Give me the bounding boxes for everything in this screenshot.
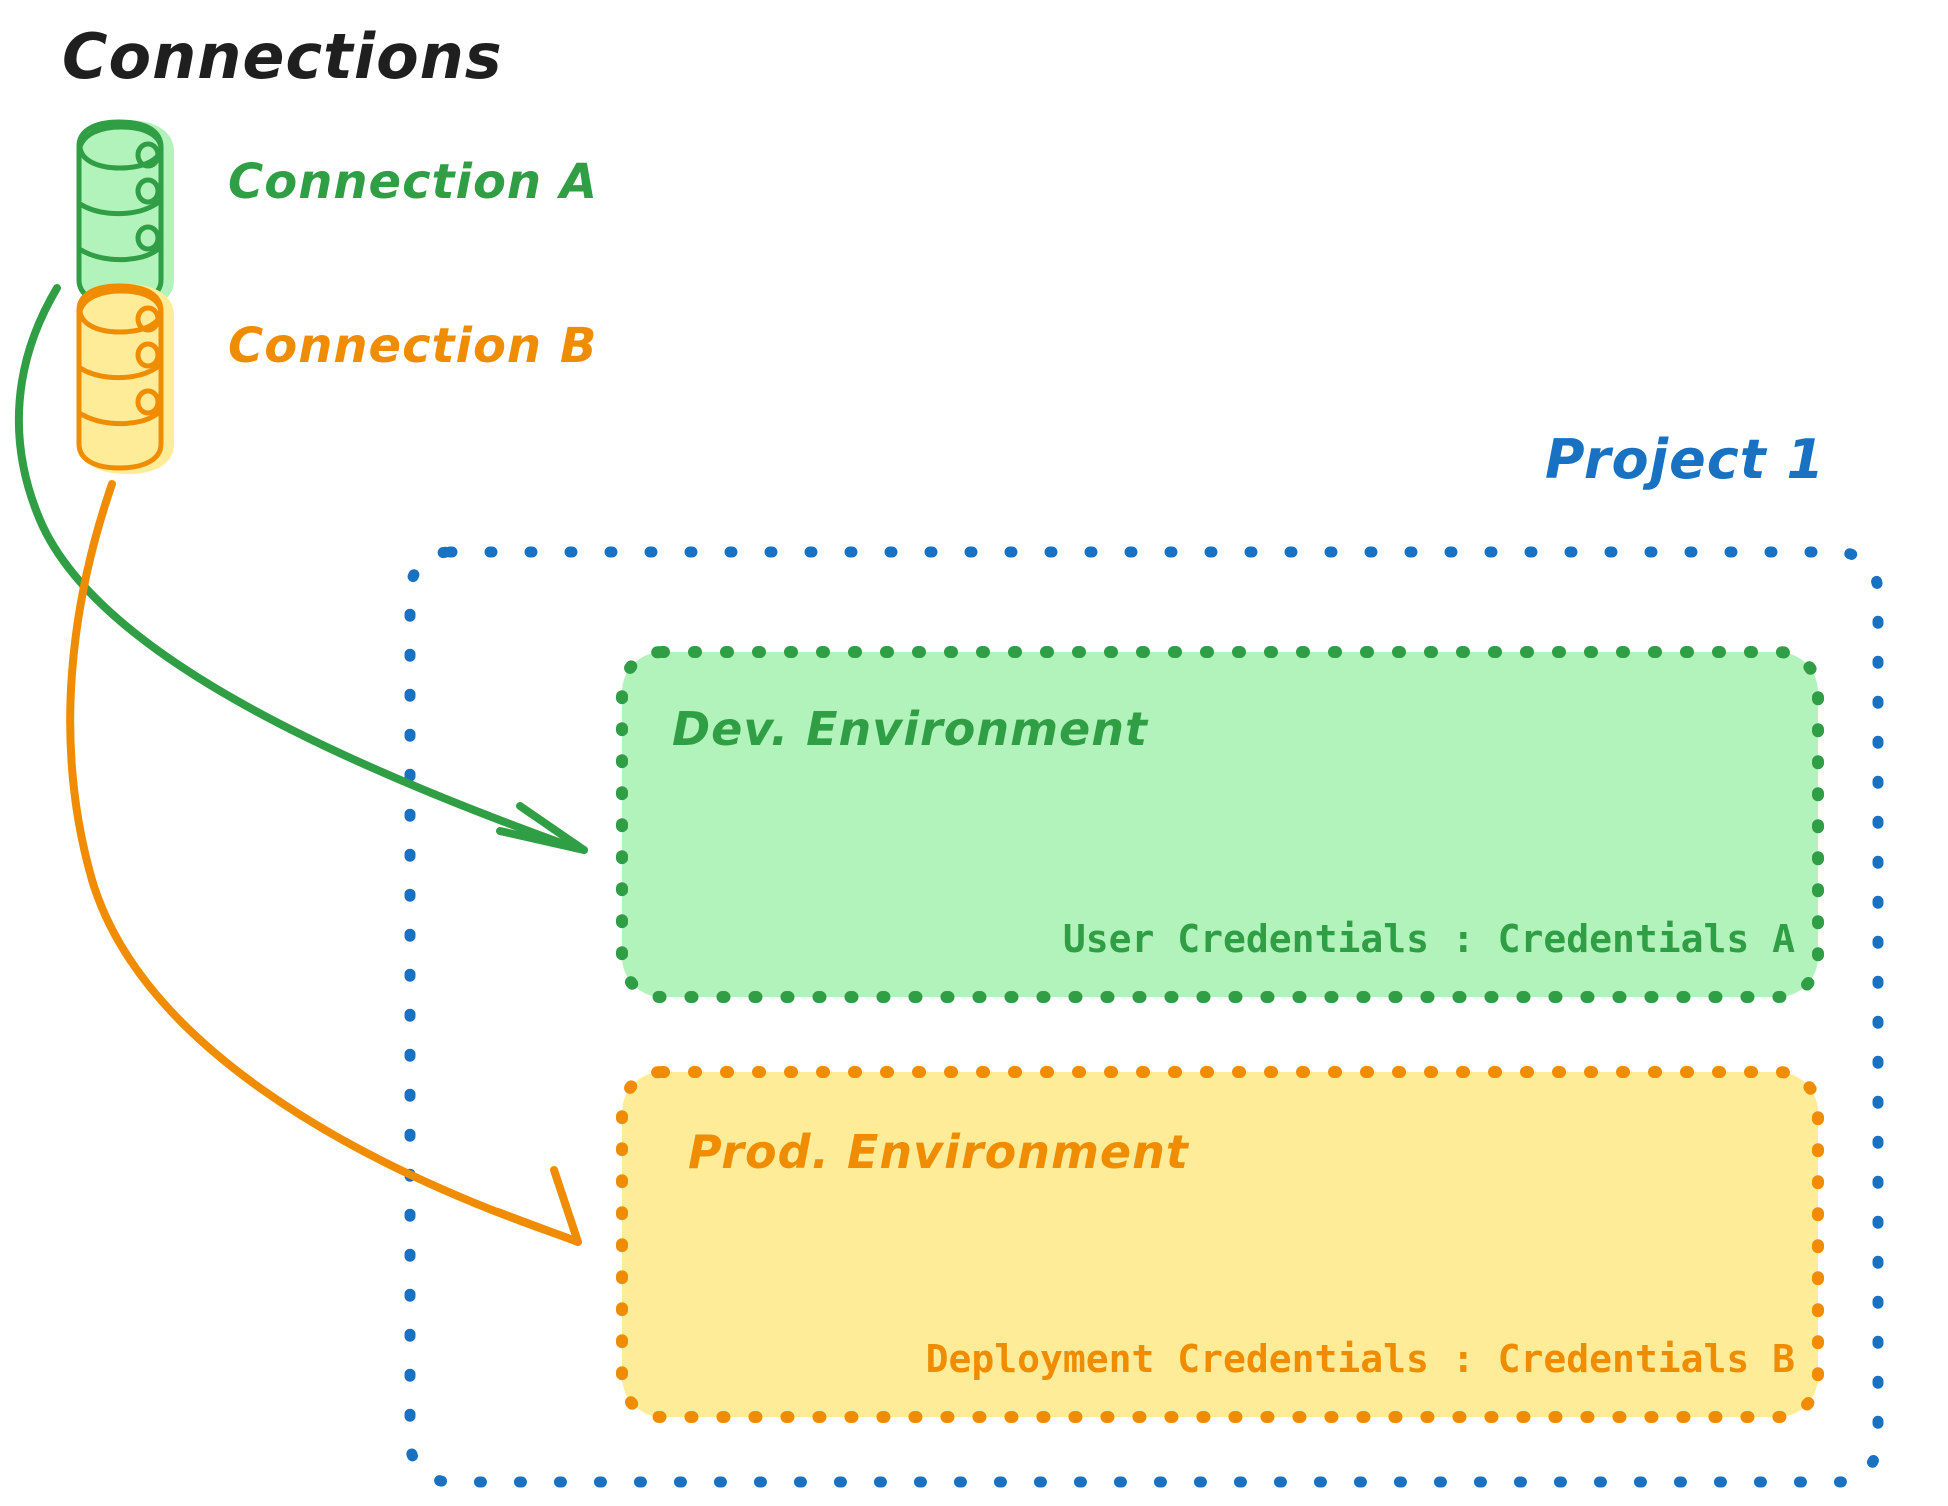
arrow-orange-head-lower	[494, 1208, 582, 1246]
arrow-orange-path	[66, 480, 572, 1242]
connection-a-row[interactable]: Connection A	[76, 119, 598, 310]
dev-environment-box[interactable]: Dev. Environment User Credentials : Cred…	[616, 646, 1824, 1003]
db-b-led-3	[135, 388, 161, 416]
prod-environment-credentials: Deployment Credentials : Credentials B	[926, 1337, 1795, 1381]
arrow-green-head-upper	[516, 802, 588, 854]
db-a-top-sketch	[82, 122, 163, 147]
project-label: Project 1	[1545, 428, 1825, 491]
connection-a-label: Connection A	[228, 154, 598, 210]
database-cylinder-icon	[76, 119, 174, 310]
db-b-top-sketch	[82, 286, 163, 311]
database-cylinder-icon	[76, 283, 174, 474]
db-a-led-1	[135, 141, 161, 169]
db-a-tier-1	[77, 197, 164, 217]
db-b-tier-2	[78, 407, 164, 427]
page-title: Connections	[62, 20, 503, 93]
db-b-led-1	[135, 305, 161, 333]
arrow-orange-head-upper	[550, 1166, 582, 1246]
dev-environment-dotted-border	[616, 646, 1824, 1003]
prod-environment-fill	[622, 1072, 1818, 1417]
connection-b-label: Connection B	[228, 318, 597, 374]
prod-environment-box[interactable]: Prod. Environment Deployment Credentials…	[616, 1066, 1824, 1423]
arrow-connection-a-to-dev	[14, 284, 588, 854]
project-dotted-border	[404, 546, 1884, 1488]
db-b-led-2	[135, 341, 161, 369]
arrow-green-head-lower	[496, 827, 588, 854]
prod-environment-title: Prod. Environment	[688, 1125, 1190, 1179]
dev-environment-credentials: User Credentials : Credentials A	[1063, 917, 1795, 961]
db-a-led-2	[135, 177, 161, 205]
connection-b-row[interactable]: Connection B	[76, 283, 597, 474]
dev-environment-title: Dev. Environment	[672, 702, 1149, 756]
db-a-tier-2	[78, 243, 164, 263]
dev-environment-fill	[622, 652, 1818, 997]
arrow-green-path	[14, 284, 579, 852]
db-a-led-3	[135, 224, 161, 252]
prod-environment-dotted-border	[616, 1066, 1824, 1423]
db-b-tier-1	[77, 361, 164, 381]
project-container: Project 1	[404, 428, 1884, 1488]
arrow-connection-b-to-prod	[66, 480, 582, 1246]
